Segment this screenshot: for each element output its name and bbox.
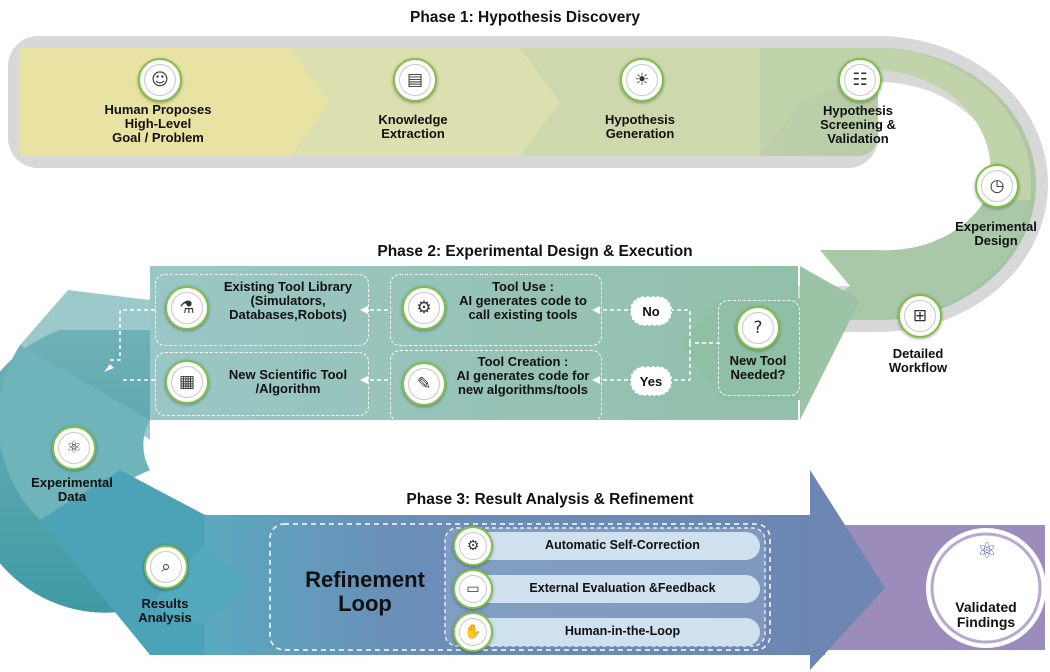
robot-arm-icon: ⚙ xyxy=(402,286,446,330)
detailed-workflow: Detailed Workflow xyxy=(888,346,948,376)
molecule-icon: ⚛ xyxy=(977,539,997,564)
code-window-icon: ▦ xyxy=(165,360,209,404)
phase3-title: Phase 3: Result Analysis & Refinement xyxy=(406,491,694,508)
tool-use-text: Tool Use : AI generates code to call exi… xyxy=(459,279,587,323)
refinement-loop-title: Refinement Loop xyxy=(305,567,425,616)
no-option: No xyxy=(630,296,672,326)
step-experimental-design: Experimental Design xyxy=(955,219,1037,249)
chart-magnifier-icon: ⌕ xyxy=(144,545,188,589)
lightbulb-icon: ☀ xyxy=(620,58,664,102)
flowchart-icon: ⊞ xyxy=(898,294,942,338)
step-hypothesis-generation: Hypothesis Generation xyxy=(604,112,676,142)
new-tool-box xyxy=(155,352,369,416)
loop-item-label: Human-in-the-Loop xyxy=(564,624,681,638)
loop-item-external-evaluation: ▭ External Evaluation &Feedback xyxy=(453,569,760,609)
experimental-data: Experimental Data xyxy=(31,475,113,505)
phase2-title: Phase 2: Experimental Design & Execution xyxy=(377,243,693,260)
monitor-icon: ▭ xyxy=(453,569,493,609)
existing-library-box xyxy=(155,274,369,346)
loop-item-label: Automatic Self-Correction xyxy=(545,538,700,552)
tool-creation-text: Tool Creation : AI generates code for ne… xyxy=(456,354,590,398)
gear-icon: ⚙ xyxy=(453,526,493,566)
design-tool-icon: ✎ xyxy=(402,362,446,406)
existing-library-text: Existing Tool Library (Simulators, Datab… xyxy=(223,279,353,323)
validated-findings: Validated Findings xyxy=(955,599,1017,631)
phase1-title: Phase 1: Hypothesis Discovery xyxy=(409,9,641,26)
document-search-icon: ▤ xyxy=(393,58,437,102)
step-hypothesis-screening: Hypothesis Screening & Validation xyxy=(820,103,896,147)
clipboard-clock-icon: ◷ xyxy=(975,164,1019,208)
step-knowledge-extraction: Knowledge Extraction xyxy=(378,112,448,142)
new-tool-text: New Scientific Tool /Algorithm xyxy=(228,367,348,397)
step-human-proposes: Human Proposes High-Level Goal / Problem xyxy=(104,102,212,146)
book-magnifier-icon: ☷ xyxy=(838,58,882,102)
loop-item-label: External Evaluation &Feedback xyxy=(529,581,716,595)
question-arrows-icon: ? xyxy=(736,306,780,350)
loop-item-self-correction: ⚙ Automatic Self-Correction xyxy=(453,526,760,566)
results-analysis: Results Analysis xyxy=(138,596,192,626)
new-tool-needed: New Tool Needed? xyxy=(729,353,787,383)
brain-gear-icon: ☺ xyxy=(138,58,182,102)
lab-equipment-icon: ⚛ xyxy=(52,426,96,470)
tool-use-box xyxy=(390,274,602,346)
tool-creation-box xyxy=(390,350,602,422)
hands-icon: ✋ xyxy=(453,612,493,652)
lab-tools-icon: ⚗ xyxy=(165,286,209,330)
decision-box xyxy=(718,300,800,396)
yes-option: Yes xyxy=(630,366,672,396)
loop-item-human-in-the-loop: ✋ Human-in-the-Loop xyxy=(453,612,760,652)
